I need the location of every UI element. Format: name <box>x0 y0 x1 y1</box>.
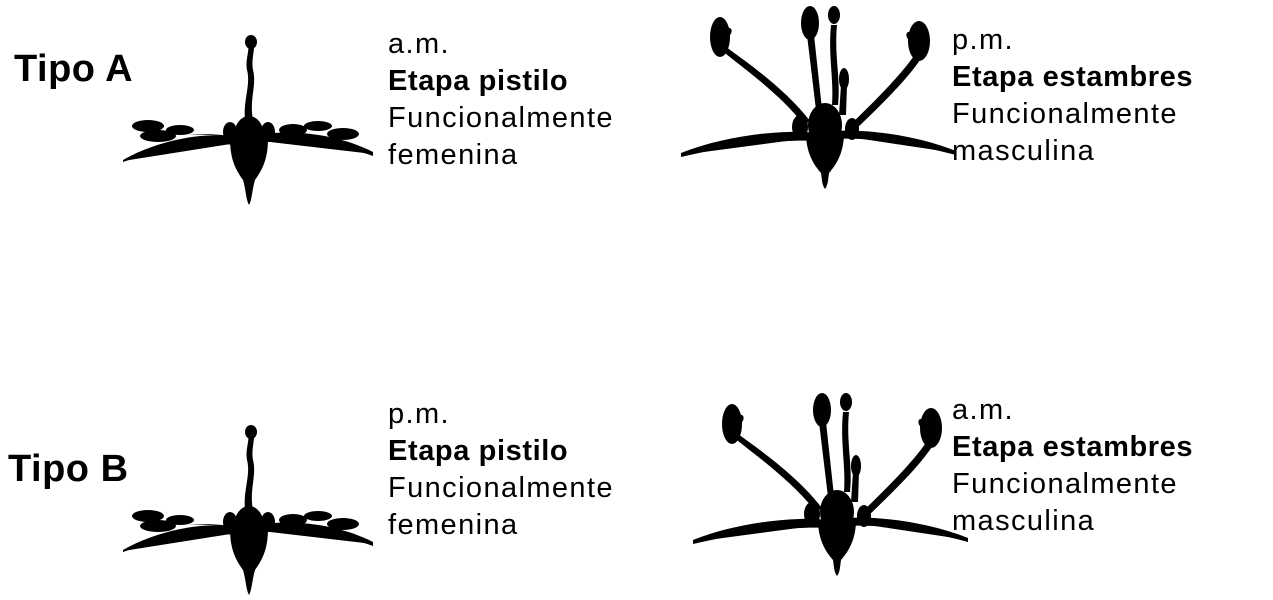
function-line-2: femenina <box>388 507 614 544</box>
function-line-1: Funcionalmente <box>388 470 614 507</box>
stage-label: Etapa pistilo <box>388 63 614 100</box>
time-label: a.m. <box>388 26 614 63</box>
type-a-stamen-description: p.m. Etapa estambres Funcionalmente masc… <box>952 22 1193 170</box>
stamen-stage-flower-a <box>676 5 961 195</box>
stage-label: Etapa estambres <box>952 59 1193 96</box>
time-label: p.m. <box>952 22 1193 59</box>
type-a-label: Tipo A <box>14 48 133 91</box>
function-line-2: masculina <box>952 133 1193 170</box>
stage-label: Etapa pistilo <box>388 433 614 470</box>
time-label: a.m. <box>952 392 1193 429</box>
stage-label: Etapa estambres <box>952 429 1193 466</box>
function-line-1: Funcionalmente <box>388 100 614 137</box>
function-line-1: Funcionalmente <box>952 96 1193 133</box>
type-b-stamen-description: a.m. Etapa estambres Funcionalmente masc… <box>952 392 1193 540</box>
type-a-pistil-description: a.m. Etapa pistilo Funcionalmente femeni… <box>388 26 614 174</box>
function-line-1: Funcionalmente <box>952 466 1193 503</box>
stamen-stage-flower-b <box>688 392 973 582</box>
time-label: p.m. <box>388 396 614 433</box>
pistil-stage-flower-a <box>118 30 378 210</box>
type-b-pistil-description: p.m. Etapa pistilo Funcionalmente femeni… <box>388 396 614 544</box>
type-b-label: Tipo B <box>8 448 129 491</box>
function-line-2: masculina <box>952 503 1193 540</box>
pistil-stage-flower-b <box>118 420 378 600</box>
function-line-2: femenina <box>388 137 614 174</box>
